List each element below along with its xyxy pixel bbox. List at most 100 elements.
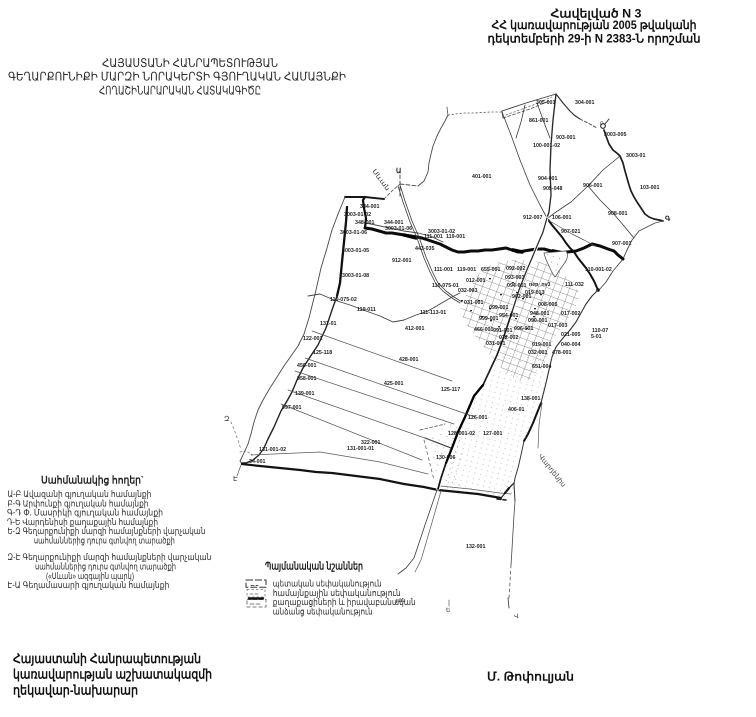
svg-text:031-001: 031-001 (486, 341, 505, 347)
svg-text:պետական սեփականություն: պետական սեփականություն (273, 579, 382, 589)
svg-text:ՀՀ կառավարության 2005 թվականի: ՀՀ կառավարության 2005 թվականի (492, 18, 697, 32)
svg-text:094-001: 094-001 (507, 283, 526, 289)
svg-text:Գ: Գ (665, 215, 671, 223)
svg-text:100-001-02: 100-001-02 (533, 143, 560, 149)
svg-text:903-001: 903-001 (556, 135, 575, 141)
svg-text:Պայմանական նշաններ: Պայմանական նշաններ (265, 561, 363, 573)
svg-text:478-001: 478-001 (552, 350, 571, 356)
svg-text:906-001: 906-001 (583, 183, 602, 189)
svg-text:099-001: 099-001 (489, 305, 508, 311)
svg-text:031-001: 031-001 (464, 300, 483, 306)
svg-text:131-01: 131-01 (320, 321, 337, 327)
svg-text:122-001: 122-001 (303, 336, 322, 342)
svg-text:991-001: 991-001 (493, 328, 512, 334)
svg-text:3003-005: 3003-005 (604, 132, 626, 138)
svg-text:019-013: 019-013 (525, 290, 544, 296)
svg-text:քաղաքացիների և իրավաբանական: քաղաքացիների և իրավաբանական (273, 597, 416, 607)
svg-text:997-001: 997-001 (282, 405, 301, 411)
svg-text:958-001: 958-001 (297, 376, 316, 382)
svg-text:Զ-Է Գեղարքունիքի մարզի համայնք: Զ-Է Գեղարքունիքի մարզի համայնքների վարչա… (7, 552, 211, 562)
svg-text:Հավելված N 3: Հավելված N 3 (551, 6, 642, 20)
svg-text:019-001: 019-001 (532, 342, 551, 348)
svg-text:655-001: 655-001 (481, 267, 500, 273)
svg-text:126-001: 126-001 (468, 415, 487, 421)
svg-text:սահմաններից դուրս գտնվող տարած: սահմաններից դուրս գտնվող տարածքի (35, 562, 176, 572)
svg-text:132-001: 132-001 (466, 544, 485, 550)
svg-text:348-001: 348-001 (355, 220, 374, 226)
svg-text:096-001: 096-001 (514, 326, 533, 332)
svg-text:017-003: 017-003 (548, 323, 567, 329)
svg-text:861-001: 861-001 (529, 118, 548, 124)
svg-text:Ա-Բ Ավազանի գյուղական համայնքի: Ա-Բ Ավազանի գյուղական համայնքի (7, 489, 151, 499)
svg-text:912-001: 912-001 (392, 258, 411, 264)
svg-text:3003-01-02: 3003-01-02 (344, 212, 371, 218)
svg-text:466-001: 466-001 (474, 327, 493, 333)
svg-text:սահմաններից դուրս գտնվող տարած: սահմաններից դուրս գտնվող տարածքի (34, 536, 175, 546)
svg-text:012-001: 012-001 (466, 278, 485, 284)
svg-text:Սահմանակից հողեր`: Սահմանակից հողեր` (41, 474, 144, 487)
svg-text:456-001: 456-001 (297, 363, 316, 369)
svg-text:103-001: 103-001 (640, 185, 659, 191)
svg-text:651-004: 651-004 (532, 364, 551, 370)
svg-text:3003-01-06: 3003-01-06 (385, 226, 412, 232)
svg-text:110-075-01: 110-075-01 (432, 283, 459, 289)
svg-text:305-001: 305-001 (536, 100, 555, 106)
svg-text:032-002: 032-002 (499, 335, 518, 341)
svg-text:3003-01-05: 3003-01-05 (342, 248, 369, 254)
svg-text:3003-01-02: 3003-01-02 (428, 229, 455, 235)
svg-text:կառավարության աշխատակազմի: կառավարության աշխատակազմի (13, 667, 212, 682)
svg-text:912-007: 912-007 (523, 215, 542, 221)
svg-text:34-001: 34-001 (249, 459, 266, 465)
svg-text:344-001: 344-001 (384, 220, 403, 226)
svg-text:127-001: 127-001 (483, 431, 502, 437)
svg-text:111-001: 111-001 (434, 267, 453, 273)
svg-text:110-07: 110-07 (592, 328, 608, 334)
svg-text:428-001: 428-001 (399, 357, 418, 363)
svg-text:դեկտեմբերի 29-ի N 2383-Ն որոշմ: դեկտեմբերի 29-ի N 2383-Ն որոշման (488, 31, 701, 45)
svg-text:032-003: 032-003 (458, 288, 477, 294)
svg-text:(«Սևան» ազգային պարկ): («Սևան» ազգային պարկ) (46, 571, 134, 581)
svg-text:119-001: 119-001 (446, 234, 465, 240)
svg-text:ԳԵՂԱՐՔՈՒՆԻՔԻ ՄԱՐԶԻ ՆՈՐԱԿԵՐՏԻ Գ: ԳԵՂԱՐՔՈՒՆԻՔԻ ՄԱՐԶԻ ՆՈՐԱԿԵՐՏԻ ԳՅՈՒՂԱԿԱՆ Հ… (8, 70, 346, 84)
svg-text:Ե: Ե (446, 607, 450, 614)
svg-text:3003-01-08: 3003-01-08 (342, 273, 369, 279)
svg-text:908-001: 908-001 (608, 211, 627, 217)
svg-text:119-011: 119-011 (357, 307, 376, 313)
svg-text:090-001: 090-001 (528, 318, 547, 324)
svg-text:999-001: 999-001 (479, 316, 498, 322)
svg-text:Բ: Բ (600, 121, 604, 127)
svg-text:092-002: 092-002 (506, 266, 525, 272)
svg-text:962-001: 962-001 (512, 294, 531, 300)
svg-text:անձանց սեփականություն: անձանց սեփականություն (273, 607, 373, 617)
svg-text:Ա: Ա (396, 167, 401, 175)
svg-text:017-002: 017-002 (561, 311, 580, 317)
svg-text:040-004: 040-004 (561, 342, 580, 348)
svg-text:ղեկավար-նախարար: ղեկավար-նախարար (13, 682, 138, 697)
svg-text:344-001: 344-001 (360, 204, 379, 210)
svg-text:907-021: 907-021 (561, 229, 580, 235)
svg-text:ՀՈՂԱՇԻՆԱՐԱՐԱԿԱՆ ՀԱՏԱԿԱԳԻԾԸ: ՀՈՂԱՇԻՆԱՐԱՐԱԿԱՆ ՀԱՏԱԿԱԳԻԾԸ (99, 84, 261, 98)
svg-text:3003-01-06: 3003-01-06 (340, 230, 367, 236)
svg-text:443-035: 443-035 (415, 246, 434, 252)
svg-text:093-003: 093-003 (505, 275, 524, 281)
svg-text:131-001-01: 131-001-01 (347, 446, 374, 452)
svg-text:138-001: 138-001 (521, 396, 540, 402)
svg-text:125-117: 125-117 (441, 387, 460, 393)
svg-text:128-001-02: 128-001-02 (448, 431, 475, 437)
svg-text:111-113-01: 111-113-01 (420, 310, 446, 316)
svg-text:401-001: 401-001 (472, 174, 491, 180)
svg-text:Հայաստանի Հանրապետության: Հայաստանի Հանրապետության (13, 651, 201, 666)
svg-text:125-118: 125-118 (313, 350, 332, 356)
svg-text:համայնքային սեփականություն: համայնքային սեփականություն (273, 588, 401, 598)
svg-text:Մ. Թոփուլյան: Մ. Թոփուլյան (487, 670, 574, 684)
svg-text:111-001: 111-001 (424, 234, 443, 240)
svg-text:021-005: 021-005 (561, 332, 580, 338)
svg-text:106-001: 106-001 (552, 215, 571, 221)
svg-text:3003-01: 3003-01 (626, 153, 645, 159)
svg-text:304-001: 304-001 (575, 100, 594, 106)
svg-text:008-005: 008-005 (538, 302, 557, 308)
svg-text:954-001: 954-001 (499, 313, 518, 319)
svg-text:406-01: 406-01 (508, 407, 525, 413)
svg-text:Ե-Զ Գեղարքունիքի մարզի համայնք: Ե-Զ Գեղարքունիքի մարզի համայնքների վարչա… (7, 526, 205, 536)
svg-text:119-075-02: 119-075-02 (330, 297, 357, 303)
